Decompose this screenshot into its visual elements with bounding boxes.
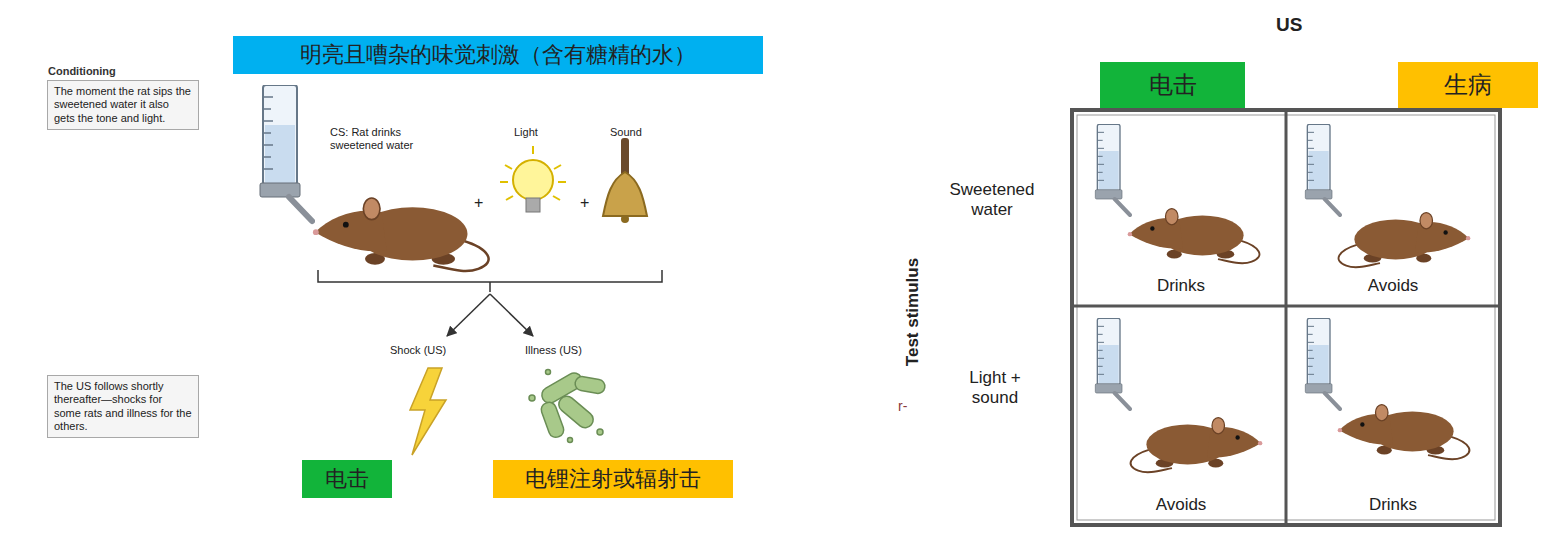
box-text: The moment the rat sips the sweetened wa…: [54, 85, 192, 125]
note-box: ConditioningThe moment the rat sips the …: [47, 80, 199, 130]
box-text: 电锂注射或辐射击: [499, 466, 727, 492]
box-text: Avoids: [1364, 276, 1423, 296]
row-label: Light + sound: [956, 368, 1034, 407]
column-header: 生病: [1398, 62, 1538, 108]
column-header: 电击: [1100, 62, 1245, 108]
axis-title: Test stimulus: [903, 258, 923, 366]
rat-drinking: [1338, 405, 1470, 460]
bracket: [318, 270, 662, 292]
banner: 明亮且嘈杂的味觉刺激（含有糖精的水）: [233, 36, 763, 74]
grid-cell: Drinks: [1078, 116, 1284, 304]
stimulus-label: Light: [514, 126, 538, 139]
bell: [603, 138, 647, 223]
rat-avoiding: [1339, 213, 1471, 268]
water-bottle: [1305, 124, 1340, 215]
box-text: Drinks: [1153, 276, 1209, 296]
plus-sign: +: [580, 194, 589, 212]
water-bottle: [1095, 318, 1130, 409]
water-bottle: [1095, 124, 1130, 215]
us-label: Shock (US): [390, 344, 446, 357]
bacteria-icon: [529, 370, 606, 443]
light-bulb: [500, 146, 566, 212]
rat-drinking: [1128, 209, 1260, 264]
stray-mark: r-: [898, 398, 907, 414]
box-text: Avoids: [1152, 495, 1211, 515]
box-text: Drinks: [1365, 495, 1421, 515]
box-text: 电击: [308, 466, 386, 492]
box-heading: Conditioning: [48, 65, 116, 78]
tag-box: 电锂注射或辐射击: [493, 460, 733, 498]
water-bottle: [1305, 318, 1340, 409]
arrow: [490, 294, 533, 336]
box-text: 电击: [1106, 71, 1239, 100]
box-text: The US follows shortly thereafter—shocks…: [54, 380, 192, 433]
arrow: [447, 294, 490, 336]
lightning-icon: [410, 368, 446, 455]
grid-cell: Avoids: [1288, 116, 1498, 304]
grid-cell: Drinks: [1288, 308, 1498, 523]
plus-sign: +: [474, 194, 483, 212]
cs-label: CS: Rat drinks sweetened water: [330, 126, 442, 151]
rat-drinking: [313, 198, 489, 271]
water-bottle: [260, 85, 312, 221]
axis-title: US: [1276, 14, 1302, 36]
result-grid: [1072, 110, 1500, 525]
grid-cell: Avoids: [1078, 308, 1284, 523]
us-label: Illness (US): [525, 344, 582, 357]
box-text: 明亮且嘈杂的味觉刺激（含有糖精的水）: [239, 42, 757, 68]
rat-avoiding: [1131, 418, 1263, 473]
row-label: Sweetened water: [928, 180, 1056, 219]
stimulus-label: Sound: [610, 126, 642, 139]
box-text: 生病: [1404, 71, 1532, 100]
note-box: The US follows shortly thereafter—shocks…: [47, 375, 199, 438]
tag-box: 电击: [302, 460, 392, 498]
